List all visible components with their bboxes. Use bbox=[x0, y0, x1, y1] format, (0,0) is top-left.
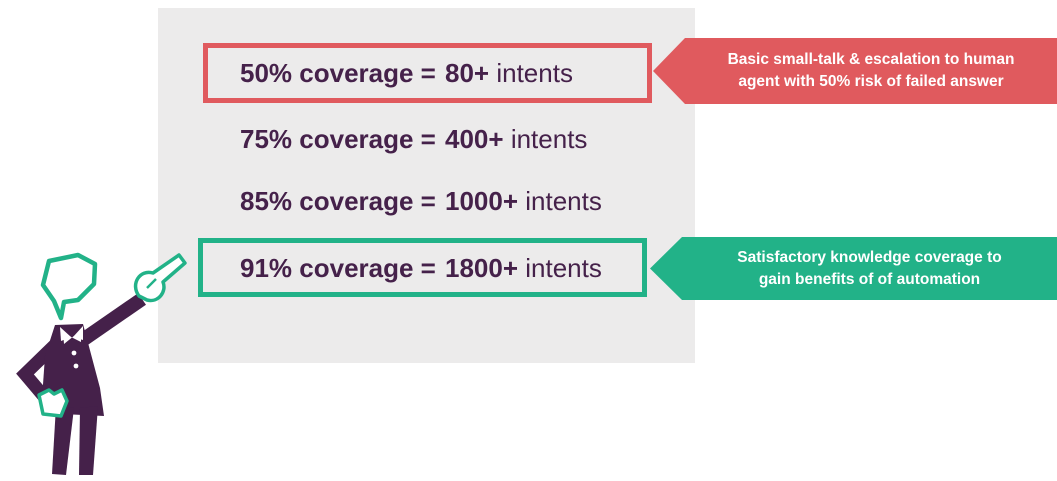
intents-value: 400+ bbox=[445, 124, 504, 154]
intents-word: intents bbox=[525, 186, 602, 216]
intents-label: 80+ intents bbox=[445, 60, 573, 86]
coverage-label: 50% coverage = bbox=[240, 58, 436, 88]
callout-red-line1: Basic small-talk & escalation to human bbox=[727, 51, 1015, 68]
intents-value: 1800+ bbox=[445, 252, 519, 283]
callout-green-banner: Satisfactory knowledge coverage to gain … bbox=[650, 237, 1057, 300]
callout-green-line2: gain benefits of of automation bbox=[758, 270, 981, 288]
mascot-hip-hand-icon bbox=[37, 388, 69, 418]
callout-red-line2: agent with 50% risk of failed answer bbox=[738, 73, 1004, 90]
pointing-hand-detail bbox=[146, 278, 157, 289]
mascot-bow-tie bbox=[63, 331, 81, 344]
intents-word: intents bbox=[525, 252, 602, 283]
coverage-row-85: 85% coverage = 1000+ intents bbox=[240, 186, 660, 216]
intents-word: intents bbox=[496, 58, 573, 88]
callout-green-line1: Satisfactory knowledge coverage to bbox=[737, 248, 1002, 266]
mascot-left-leg bbox=[52, 406, 74, 475]
coverage-row-50: 50% coverage = 80+ intents bbox=[203, 43, 652, 103]
pointing-mascot-character bbox=[16, 252, 187, 475]
coverage-row-91: 91% coverage = 1800+ intents bbox=[198, 238, 647, 297]
coverage-panel: 50% coverage = 80+ intents 75% coverage … bbox=[158, 8, 695, 363]
callout-red-banner: Basic small-talk & escalation to human a… bbox=[653, 38, 1057, 104]
intents-label: 1800+ intents bbox=[445, 255, 602, 281]
coverage-row-75: 75% coverage = 400+ intents bbox=[240, 124, 660, 154]
intents-word: intents bbox=[510, 124, 588, 154]
intents-value: 1000+ bbox=[445, 186, 519, 216]
coverage-label: 91% coverage = bbox=[240, 252, 436, 283]
mascot-right-leg bbox=[79, 406, 98, 475]
coverage-label: 75% coverage = bbox=[240, 124, 436, 154]
mascot-button-top bbox=[71, 350, 77, 356]
coverage-label: 85% coverage = bbox=[240, 186, 436, 216]
speech-bubble-head-icon bbox=[40, 252, 98, 321]
mascot-button-bottom bbox=[73, 363, 79, 369]
pointing-hand-icon bbox=[133, 253, 187, 303]
intents-label: 400+ intents bbox=[445, 126, 587, 152]
intents-value: 80+ bbox=[445, 58, 490, 88]
intents-label: 1000+ intents bbox=[445, 188, 602, 214]
